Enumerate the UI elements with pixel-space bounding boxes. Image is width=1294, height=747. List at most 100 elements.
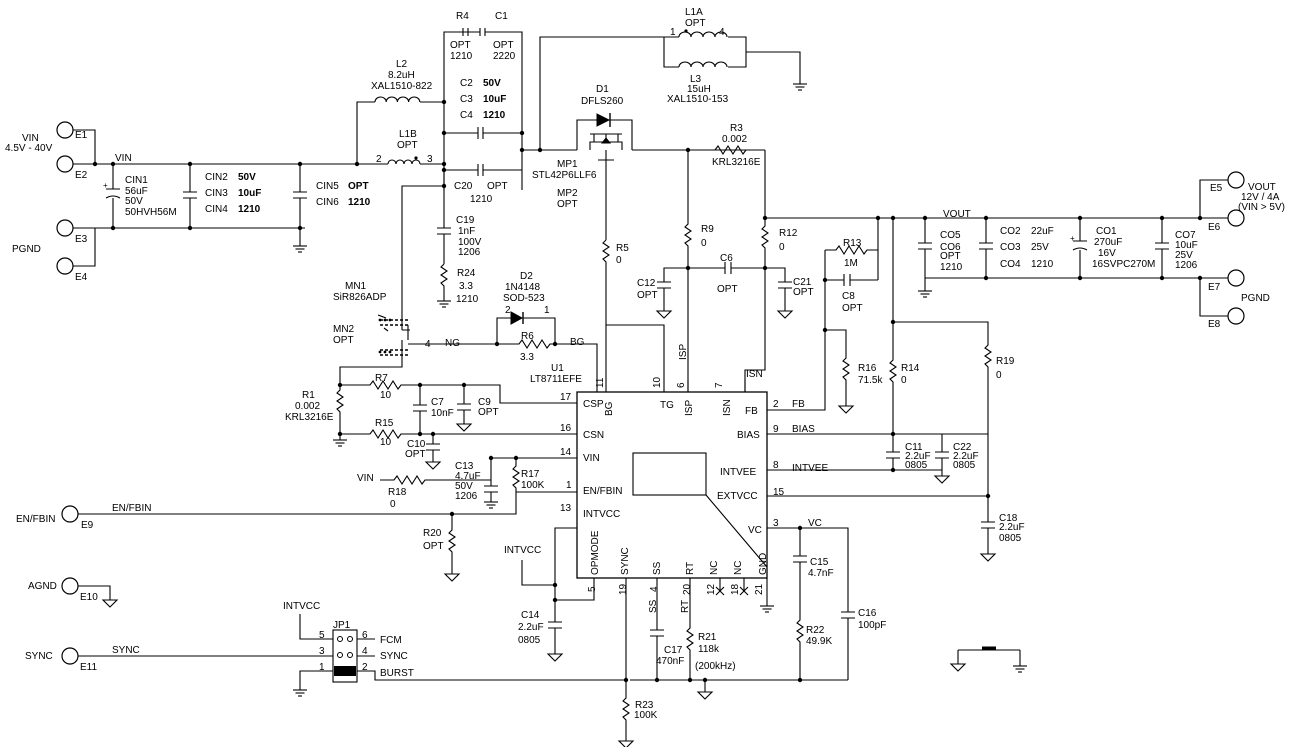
cap-c7[interactable] — [413, 385, 427, 434]
vin-input-label: VIN — [22, 133, 39, 144]
cap-c11[interactable] — [886, 434, 900, 470]
c19-val: 1nF — [458, 226, 475, 237]
resistor-r18[interactable] — [380, 474, 445, 486]
c19-r24[interactable] — [437, 164, 451, 295]
cap-c1[interactable] — [479, 28, 486, 36]
current-sense: R5 0 R9 0 R12 0 ISN ISP C6 OPT C12 OPT C… — [602, 150, 1015, 496]
c22-ref: C22 — [953, 442, 972, 453]
cap-c16[interactable] — [800, 527, 855, 680]
resistor-r12[interactable] — [744, 218, 769, 392]
resistor-r17[interactable] — [512, 458, 577, 493]
cap-c14[interactable] — [521, 527, 595, 648]
testpoint-e1[interactable] — [56, 121, 74, 139]
testpoint-e7[interactable] — [1227, 269, 1245, 287]
diode-d1[interactable] — [596, 113, 611, 127]
cap-c13[interactable] — [445, 457, 577, 496]
net-bias-label: BIAS — [792, 424, 815, 435]
diode-d2[interactable] — [510, 311, 524, 325]
testpoint-e3[interactable] — [56, 219, 74, 237]
jumper-shunt — [334, 666, 356, 676]
output-section: VOUT CO5 CO6 OPT 1210 CO2 CO3 CO4 22uF 2… — [762, 171, 1285, 330]
r13-ref: R13 — [843, 238, 862, 249]
cap-c18[interactable] — [981, 496, 995, 548]
r5-val: 0 — [616, 255, 622, 266]
pin-vc: VC — [748, 525, 762, 536]
r3-val: 0.002 — [722, 134, 747, 145]
inductor-l2[interactable] — [374, 96, 421, 103]
cap-co1[interactable] — [1072, 218, 1088, 278]
net-ss-label: SS — [648, 599, 659, 613]
gate-drive: 4 D2 1N4148 SOD-523 2 1 R6 3.3 NG BG MN1… — [285, 185, 598, 510]
testpoint-e2[interactable] — [56, 155, 74, 173]
cin5-val: OPT — [348, 181, 369, 192]
cap-co7[interactable] — [1155, 218, 1169, 278]
cap-c20[interactable] — [444, 164, 522, 176]
testpoint-e9[interactable] — [61, 505, 79, 523]
cap-c2[interactable] — [444, 127, 522, 139]
c11-ref: C11 — [905, 442, 923, 453]
cap-cin5[interactable] — [293, 164, 307, 228]
ic-u1[interactable]: CSP CSN VIN EN/FBIN INTVCC 17 16 14 1 13… — [560, 376, 828, 613]
resistor-r5[interactable] — [602, 239, 665, 392]
c15-r22[interactable] — [793, 528, 807, 680]
testpoint-e10[interactable] — [61, 577, 79, 595]
mosfet-mn2[interactable] — [378, 340, 430, 360]
cap-cin2[interactable] — [183, 164, 197, 228]
cap-co2[interactable] — [979, 218, 993, 278]
mosfet-mn1[interactable] — [377, 314, 410, 340]
co6-ref: CO6 — [940, 242, 961, 253]
cap-c9[interactable] — [457, 385, 471, 418]
compensation: C15 4.7nF R22 49.9K C16 100pF C17 470nF … — [504, 525, 886, 747]
cap-c6[interactable] — [688, 262, 765, 274]
d2-part: 1N4148 — [505, 282, 540, 293]
cap-c22[interactable] — [935, 434, 949, 470]
pinnum-19: 19 — [618, 583, 629, 595]
r24-val: 3.3 — [459, 281, 473, 292]
c1-val: OPT — [493, 40, 514, 51]
inductor-l1b[interactable] — [387, 159, 421, 165]
mosfet-mp1[interactable] — [589, 133, 623, 161]
cap-co5[interactable] — [918, 218, 932, 278]
resistor-r19[interactable] — [893, 321, 992, 496]
co4-val: 1210 — [1031, 259, 1054, 270]
resistor-r15[interactable] — [340, 428, 577, 440]
testpoint-e11[interactable] — [61, 647, 79, 665]
resistor-r14[interactable] — [889, 218, 897, 434]
inductor-l3[interactable] — [678, 61, 728, 68]
testpoint-e6[interactable] — [1227, 209, 1245, 227]
resistor-r23[interactable] — [622, 578, 630, 735]
c4-ref: C4 — [460, 110, 473, 121]
cap-c21[interactable] — [765, 267, 792, 305]
cap-c12[interactable] — [657, 267, 688, 305]
jp-pin4: 4 — [362, 646, 368, 657]
resistor-r16[interactable] — [825, 329, 850, 400]
resistor-r7[interactable] — [340, 379, 577, 404]
c19-ref: C19 — [456, 215, 475, 226]
testpoint-e8[interactable] — [1227, 307, 1245, 325]
cin3-ref: CIN3 — [205, 188, 228, 199]
cap-c10[interactable] — [426, 434, 440, 456]
testpoint-e4[interactable] — [56, 257, 74, 275]
pinnum-8: 8 — [773, 460, 779, 471]
resistor-r3[interactable] — [714, 144, 747, 156]
l1b-val: OPT — [397, 140, 418, 151]
r15-val: 10 — [380, 437, 392, 448]
c7-ref: C7 — [431, 397, 444, 408]
l2-val: 8.2uH — [388, 70, 415, 81]
resistor-r9[interactable] — [684, 150, 692, 392]
co5-ref: CO5 — [940, 230, 961, 241]
net-rt-label: RT — [680, 600, 691, 613]
cin3-val: 10uF — [238, 188, 261, 199]
inductor-l1a[interactable] — [678, 31, 728, 38]
pin-csp: CSP — [583, 399, 604, 410]
cap-cin1[interactable] — [105, 164, 121, 228]
pin-nc-12: NC — [709, 561, 720, 575]
cin1-val: 56uF — [125, 186, 148, 197]
net-intvee-label: INTVEE — [792, 463, 828, 474]
testpoint-e5[interactable] — [1227, 171, 1245, 189]
mp2-ref: MP2 — [557, 188, 578, 199]
l3-val: 15uH — [687, 84, 711, 95]
resistor-r1[interactable] — [336, 360, 403, 434]
r13-c8[interactable] — [824, 218, 879, 286]
resistor-r20[interactable] — [448, 514, 456, 568]
